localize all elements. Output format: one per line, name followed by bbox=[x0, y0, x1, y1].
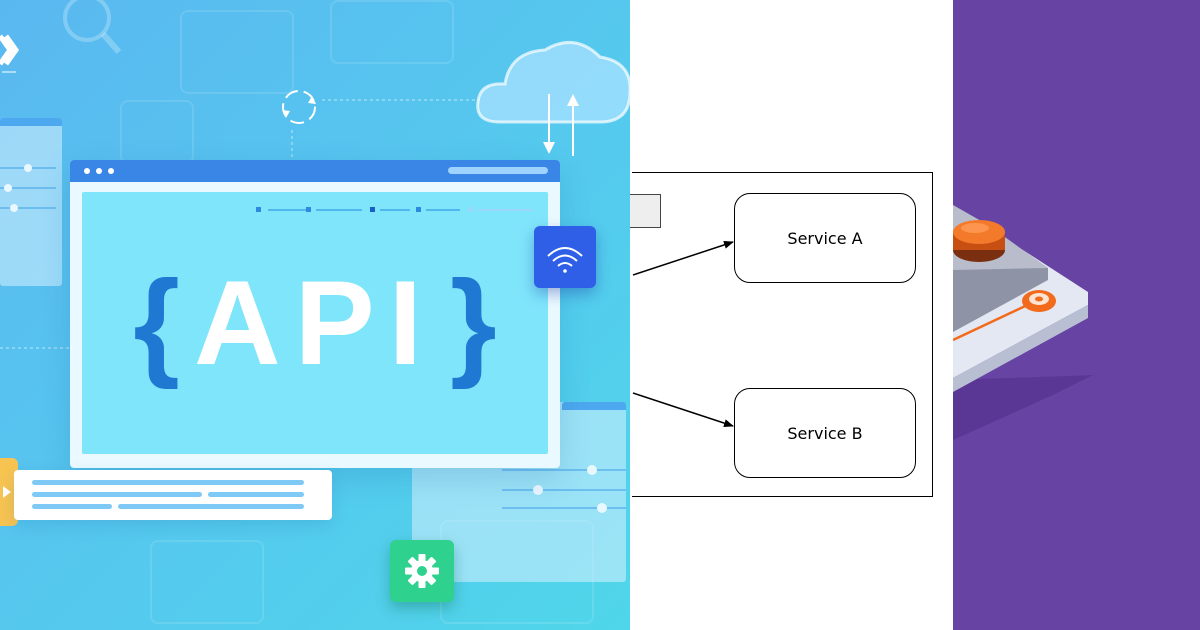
arrow-down-icon bbox=[543, 94, 555, 154]
gear-icon bbox=[405, 554, 439, 588]
progress-dot bbox=[256, 207, 261, 212]
progress-line bbox=[268, 209, 308, 211]
window-screen: { API } bbox=[82, 192, 548, 454]
api-heading: { API } bbox=[82, 192, 548, 454]
service-a-label: Service A bbox=[787, 228, 863, 248]
window-dot-icon bbox=[96, 168, 102, 174]
edge-to-service-a bbox=[632, 241, 734, 276]
slider-lines bbox=[502, 465, 626, 513]
window-dot-icon bbox=[84, 168, 90, 174]
service-diagram: Service A Service B bbox=[630, 0, 953, 630]
form-card bbox=[14, 470, 332, 520]
logo-fragment-icon bbox=[0, 34, 20, 73]
progress-line bbox=[478, 209, 534, 211]
wifi-icon bbox=[547, 247, 583, 273]
arrow-up-icon bbox=[567, 94, 579, 156]
service-b-node: Service B bbox=[734, 388, 916, 478]
yellow-tab bbox=[0, 458, 18, 526]
button-icon bbox=[953, 220, 1005, 262]
left-brace: { bbox=[133, 256, 180, 390]
sync-icon bbox=[282, 90, 316, 124]
play-icon bbox=[3, 486, 11, 498]
service-b-label: Service B bbox=[787, 423, 863, 443]
connector-lines bbox=[0, 0, 630, 630]
side-window-titlebar bbox=[562, 402, 626, 410]
form-bar bbox=[32, 492, 202, 497]
right-brace: } bbox=[450, 256, 497, 390]
side-window-titlebar bbox=[0, 118, 62, 126]
diagram-edges bbox=[632, 241, 734, 427]
api-word: API bbox=[193, 256, 437, 390]
form-bar bbox=[32, 504, 112, 509]
magnifier-icon bbox=[63, 0, 122, 54]
service-a-node: Service A bbox=[734, 193, 916, 283]
background-pattern bbox=[180, 10, 294, 94]
wifi-tile bbox=[534, 226, 596, 288]
background-pattern bbox=[330, 0, 454, 64]
source-node bbox=[630, 194, 661, 228]
progress-dot bbox=[306, 207, 311, 212]
progress-dot bbox=[370, 207, 375, 212]
side-window-left bbox=[0, 118, 62, 286]
background-pattern bbox=[150, 540, 264, 624]
diagram-container bbox=[632, 172, 933, 497]
api-illustration: { API } bbox=[0, 0, 630, 630]
api-browser-window: { API } bbox=[70, 160, 560, 468]
form-bar bbox=[208, 492, 304, 497]
progress-line bbox=[316, 209, 362, 211]
toggle-knob-icon bbox=[1022, 290, 1056, 312]
progress-line bbox=[380, 209, 410, 211]
form-bar bbox=[118, 504, 304, 509]
form-bar bbox=[32, 480, 304, 485]
slider-lines bbox=[0, 164, 56, 212]
window-titlebar bbox=[70, 160, 560, 182]
window-dot-icon bbox=[108, 168, 114, 174]
gear-tile bbox=[390, 540, 454, 602]
progress-line bbox=[426, 209, 460, 211]
progress-dot bbox=[468, 207, 473, 212]
platform-icon bbox=[953, 205, 1093, 440]
hardware-illustration bbox=[953, 0, 1200, 630]
address-bar bbox=[448, 167, 548, 174]
progress-dot bbox=[416, 207, 421, 212]
edge-to-service-b bbox=[632, 392, 734, 427]
